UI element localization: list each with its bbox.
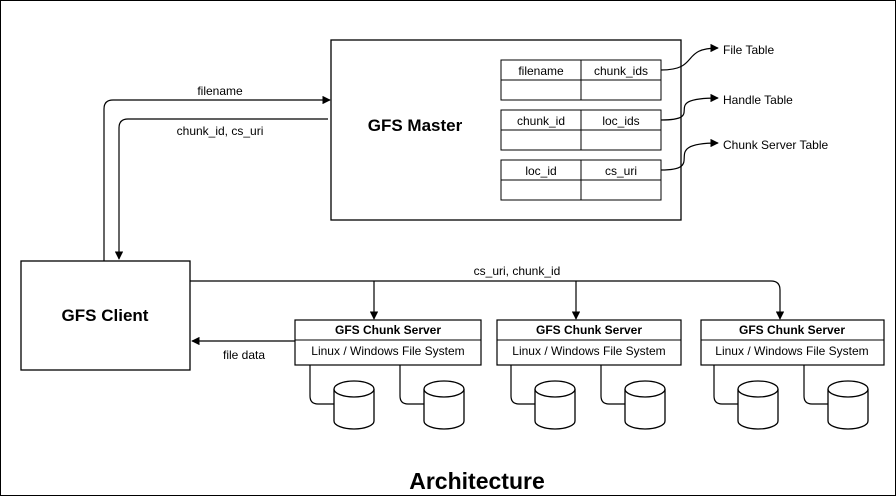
chunk-server-1-title: GFS Chunk Server	[335, 323, 441, 337]
disk-icon	[737, 380, 779, 430]
chunk-server-3-fs: Linux / Windows File System	[715, 344, 868, 358]
chunk-server-2-fs: Linux / Windows File System	[512, 344, 665, 358]
chunk-server-table-col-loc-id: loc_id	[525, 164, 556, 178]
edge-client-to-master	[103, 95, 331, 261]
file-table: filename chunk_ids	[500, 59, 662, 101]
file-table-col-filename: filename	[518, 64, 564, 78]
edge-label-file-data: file data	[223, 348, 265, 362]
gfs-client-box	[20, 260, 191, 371]
disk-icon	[423, 380, 465, 430]
disk-icon	[333, 380, 375, 430]
chunk-server-table-callout: Chunk Server Table	[723, 138, 828, 152]
edge-client-to-chunkserver-3	[190, 280, 785, 320]
diagram-title: Architecture	[409, 468, 544, 494]
handle-table: chunk_id loc_ids	[500, 109, 662, 151]
chunk-server-table-callout-curve	[660, 138, 719, 171]
file-table-col-chunk-ids: chunk_ids	[594, 64, 648, 78]
chunk-server-2: GFS Chunk Server Linux / Windows File Sy…	[496, 319, 682, 430]
disk-icon	[534, 380, 576, 430]
gfs-client-label: GFS Client	[62, 306, 149, 325]
chunk-server-2-title: GFS Chunk Server	[536, 323, 642, 337]
handle-table-callout-curve	[660, 93, 719, 121]
file-table-callout-curve	[660, 43, 719, 71]
edge-label-filename: filename	[197, 84, 243, 98]
disk-icon	[624, 380, 666, 430]
gfs-master: GFS Master filename chunk_ids chunk_id l…	[330, 39, 682, 221]
file-table-callout: File Table	[723, 43, 774, 57]
handle-table-callout: Handle Table	[723, 93, 793, 107]
chunk-server-1-fs: Linux / Windows File System	[311, 344, 464, 358]
edge-master-to-client	[114, 118, 328, 260]
handle-table-col-loc-ids: loc_ids	[602, 114, 639, 128]
chunk-server-1: GFS Chunk Server Linux / Windows File Sy…	[294, 319, 482, 430]
chunk-server-table: loc_id cs_uri	[500, 159, 662, 201]
edge-label-chunk-id-cs-uri: chunk_id, cs_uri	[177, 124, 264, 138]
edge-label-cs-uri-chunk-id: cs_uri, chunk_id	[474, 264, 561, 278]
disk-icon	[827, 380, 869, 430]
chunk-server-3-title: GFS Chunk Server	[739, 323, 845, 337]
chunk-server-3: GFS Chunk Server Linux / Windows File Sy…	[700, 319, 885, 430]
chunk-server-table-col-cs-uri: cs_uri	[605, 164, 637, 178]
gfs-client: GFS Client	[20, 260, 191, 371]
gfs-master-label: GFS Master	[368, 116, 463, 135]
handle-table-col-chunk-id: chunk_id	[517, 114, 565, 128]
